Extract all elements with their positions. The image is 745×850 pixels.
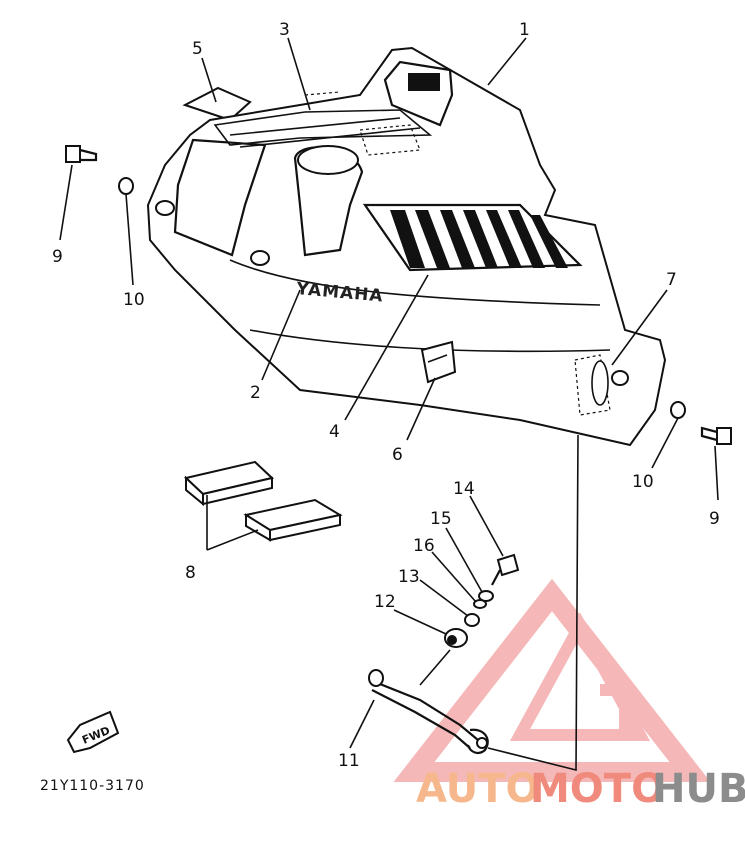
- part-code: 21Y110-3170: [40, 778, 145, 794]
- callout-15: 15: [430, 509, 452, 529]
- callout-10-right: 10: [632, 472, 654, 492]
- bracket-stay: [368, 669, 489, 754]
- washer-15-icon: [478, 590, 494, 602]
- foam-block-lower: [243, 498, 343, 542]
- leader-lines: [59, 37, 719, 772]
- callout-3: 3: [279, 20, 290, 40]
- right-washer-icon: [670, 401, 686, 419]
- callout-12: 12: [374, 592, 396, 612]
- watermark-auto: AUTO: [416, 766, 540, 812]
- stripe-decal: [362, 203, 583, 272]
- small-plate: [420, 340, 457, 384]
- washer-16-icon: [473, 599, 487, 609]
- watermark-hub: HUB: [652, 766, 745, 812]
- left-bolt-icon: [65, 145, 98, 163]
- watermark-text: AUTO MOTO HUB: [416, 766, 745, 812]
- callout-6: 6: [392, 445, 403, 465]
- callout-9-left: 9: [52, 247, 63, 267]
- side-cover-assembly: YAMAHA: [146, 46, 667, 447]
- right-bolt-icon: [700, 426, 732, 445]
- callout-7: 7: [666, 270, 677, 290]
- callout-5: 5: [192, 39, 203, 59]
- watermark-logo-icon: [393, 578, 711, 782]
- foam-block-upper: [183, 460, 275, 507]
- callout-10-left: 10: [123, 290, 145, 310]
- callout-16: 16: [413, 536, 435, 556]
- callout-2: 2: [250, 383, 261, 403]
- fwd-arrow-icon: FWD: [66, 710, 120, 754]
- grommet-12-icon: [444, 628, 468, 648]
- callout-14: 14: [453, 479, 475, 499]
- left-washer-icon: [118, 177, 134, 195]
- callout-8: 8: [185, 563, 196, 583]
- bolt-14-icon: [491, 553, 520, 586]
- callout-labels: 1 2 3 4 5 6 7 8 9 9 10 10 11 12 13 14 15…: [52, 20, 720, 771]
- watermark-moto: MOTO: [530, 766, 665, 812]
- collar-13-icon: [464, 613, 480, 627]
- callout-4: 4: [329, 422, 340, 442]
- callout-9-right: 9: [709, 509, 720, 529]
- callout-1: 1: [519, 20, 530, 40]
- callout-13: 13: [398, 567, 420, 587]
- rear-fin: [182, 86, 252, 122]
- callout-11: 11: [338, 751, 360, 771]
